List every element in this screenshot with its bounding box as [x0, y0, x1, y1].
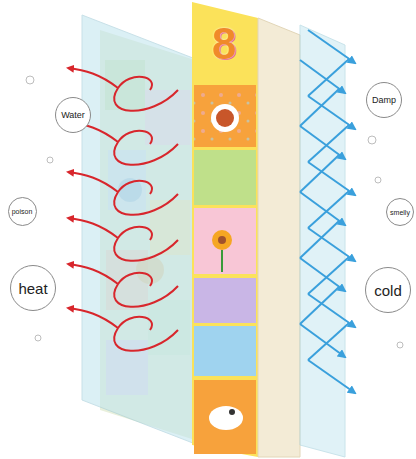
cold-arrow	[308, 30, 355, 63]
cold-arrow	[308, 360, 355, 393]
heat-arrow	[68, 218, 178, 261]
foam-layer	[258, 18, 300, 457]
cold-arrow	[300, 192, 345, 225]
bubbles	[26, 76, 403, 348]
cold-zigzag	[300, 89, 339, 126]
glass-panel	[300, 25, 345, 457]
cold-zigzag	[300, 221, 339, 258]
label-text: Water	[61, 111, 85, 120]
label-text: Damp	[372, 96, 396, 105]
label-text: poison	[12, 208, 33, 215]
label-circle: heat	[10, 265, 56, 311]
label-circle: Water	[55, 97, 91, 133]
label-text: heat	[18, 281, 47, 296]
glass-panel	[82, 15, 198, 445]
cold-arrow	[300, 126, 345, 159]
label-circle: Damp	[366, 82, 402, 118]
heat-arrow	[68, 308, 178, 351]
label-text: smelly	[390, 209, 410, 216]
mat-number: 8	[212, 22, 236, 66]
heat-arrow	[68, 172, 178, 215]
label-circle: smelly	[386, 198, 414, 226]
label-text: cold	[374, 283, 402, 298]
heat-arrow	[68, 264, 178, 307]
cold-zigzag	[300, 155, 339, 192]
cold-arrow	[300, 60, 345, 93]
cold-zigzag	[300, 287, 339, 324]
label-circle: cold	[365, 267, 411, 313]
cold-arrow	[300, 324, 345, 357]
mat-face	[192, 2, 258, 457]
label-circle: poison	[8, 197, 37, 226]
cold-arrow	[300, 258, 345, 291]
